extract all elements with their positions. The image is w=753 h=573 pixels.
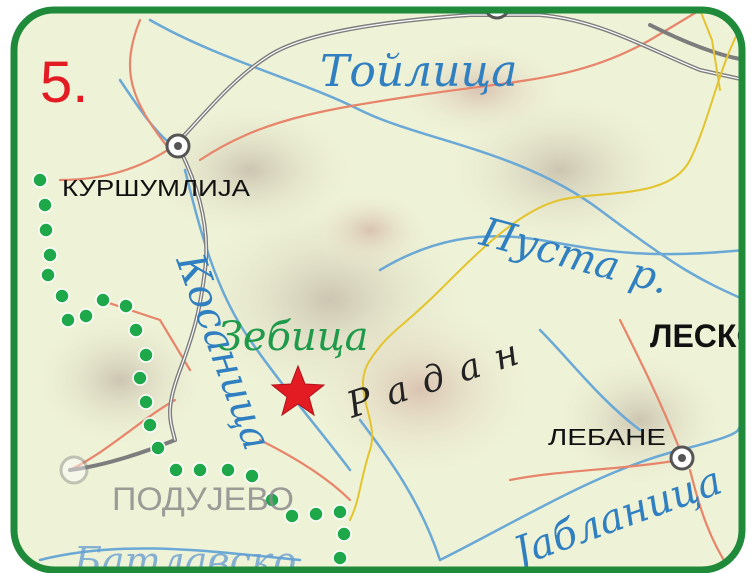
star-icon [270, 364, 326, 417]
boundary-line [349, 10, 742, 521]
city-circle-icon [669, 445, 695, 471]
map-border [10, 6, 746, 573]
city-label-kursumlija: КУРШУМЛИЈА [62, 175, 251, 201]
city-circle-icon [59, 455, 89, 485]
lake-label-batlavsko: Батлавско [73, 539, 296, 573]
city-label-podujevo: ПОДУЈЕВО [112, 481, 294, 517]
trail-dots [32, 172, 352, 566]
map-number: 5. [40, 50, 88, 115]
city-circle-icon [165, 133, 191, 159]
major-roads-highlight [169, 14, 742, 441]
city-label-lebane: ЛЕБАНЕ [548, 424, 666, 450]
river-label-toplica: Тойлица [320, 46, 517, 97]
place-label-zebica: Зебица [218, 314, 369, 360]
city-label-lesko: ЛЕСКО [650, 318, 753, 354]
